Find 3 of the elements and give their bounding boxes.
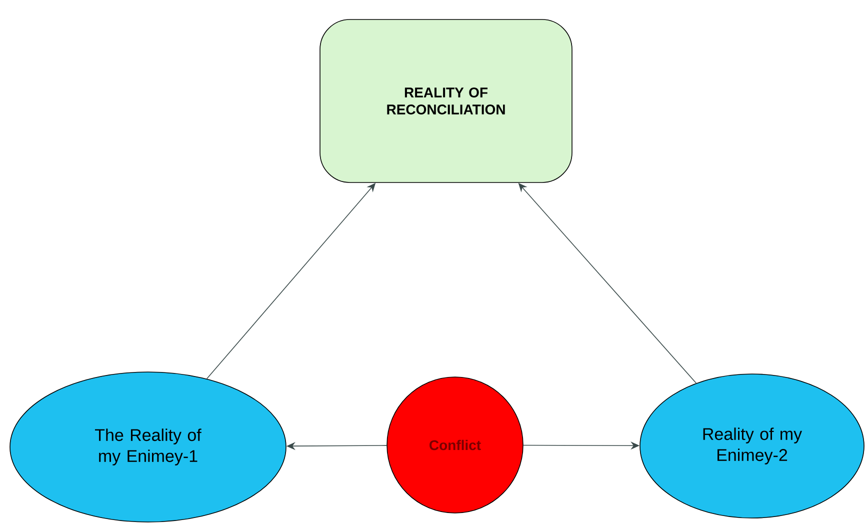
rounded-box: REALITY OF RECONCILIATION — [320, 19, 572, 183]
ellipse-node: Reality of my Enimey-2 — [640, 374, 864, 518]
ellipse-node: The Reality of my Enimey-1 — [10, 372, 286, 522]
